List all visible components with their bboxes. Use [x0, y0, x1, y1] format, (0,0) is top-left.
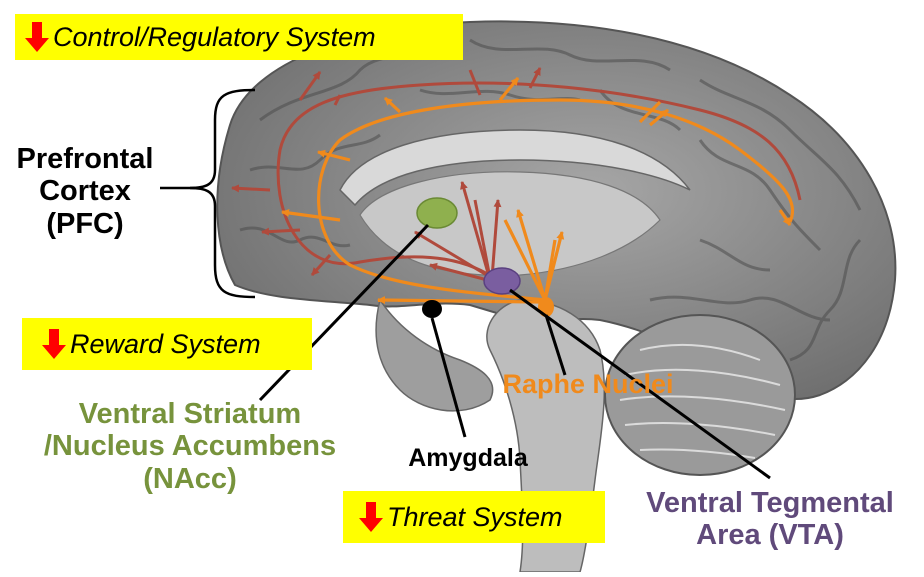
threat-system-box: Threat System — [343, 491, 605, 543]
amygdala-marker[interactable] — [422, 300, 442, 318]
raphe-label: Raphe Nuclei — [502, 369, 674, 399]
temporal-lobe — [375, 298, 494, 412]
down-arrow-icon — [359, 502, 383, 532]
threat-system-label: Threat System — [387, 501, 563, 532]
raphe-marker[interactable] — [538, 297, 554, 317]
reward-system-label: Reward System — [70, 328, 261, 359]
vta-label: Ventral Tegmental Area (VTA) — [646, 487, 894, 552]
nacc-label: Ventral Striatum /Nucleus Accumbens (NAc… — [43, 398, 337, 495]
reward-system-box: Reward System — [22, 318, 312, 370]
nacc-marker[interactable] — [416, 197, 458, 229]
dopamine-pathways — [231, 67, 802, 284]
amygdala-label: Amygdala — [408, 444, 528, 472]
pfc-label: Prefrontal Cortex (PFC) — [16, 143, 154, 240]
control-system-label: Control/Regulatory System — [53, 21, 376, 52]
serotonin-pathways — [281, 76, 795, 305]
leader-lines — [258, 223, 771, 480]
corpus-callosum — [339, 129, 691, 207]
down-arrow-icon — [42, 329, 66, 359]
vta-marker[interactable] — [483, 267, 521, 295]
control-system-box: Control/Regulatory System — [15, 14, 463, 60]
down-arrow-icon — [25, 22, 49, 52]
